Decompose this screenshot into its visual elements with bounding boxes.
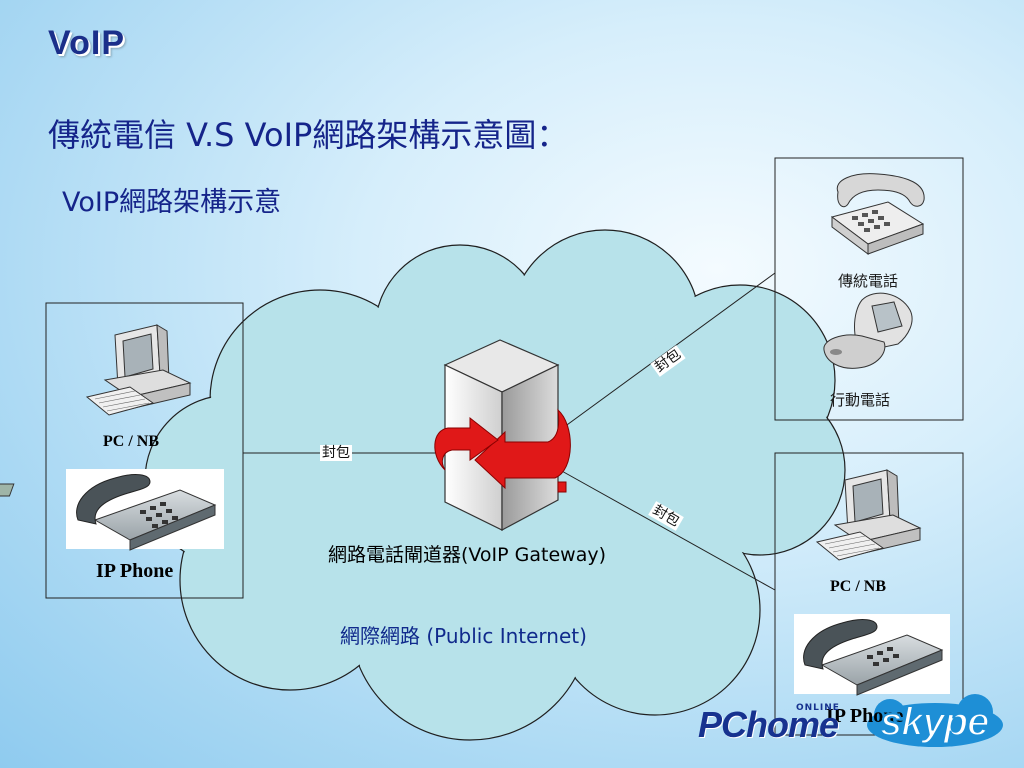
- pchome-logo: PChome: [698, 704, 839, 745]
- right-bottom-device-panel: [774, 452, 964, 736]
- gateway-label: 網路電話閘道器(VoIP Gateway): [328, 544, 607, 566]
- mobile-phone-icon: [823, 292, 913, 369]
- internet-cloud-label: 網際網路 (Public Internet): [340, 624, 587, 648]
- right-pc-label: PC / NB: [830, 578, 886, 595]
- left-device-panel: [45, 302, 244, 599]
- traditional-phone-label: 傳統電話: [838, 272, 899, 290]
- right-top-device-panel: [774, 157, 964, 421]
- desktop-computer-icon-right: [815, 469, 922, 561]
- left-pc-label: PC / NB: [103, 433, 159, 450]
- slide-title: VoIP: [48, 24, 126, 62]
- skype-logo: skype: [879, 699, 990, 745]
- internet-cloud: [144, 229, 846, 741]
- packet-label-left: 封包: [320, 445, 352, 461]
- right-ip-phone-label: IP Phone: [826, 705, 904, 727]
- line-gateway-to-right-pc: [559, 469, 776, 591]
- traditional-telephone-icon: [830, 173, 925, 255]
- skype-logo-cloud: [867, 694, 1003, 747]
- pchome-online-tag: ONLINE: [796, 703, 840, 713]
- red-routing-arrows-icon: [434, 408, 571, 493]
- left-ip-phone-label: IP Phone: [96, 560, 174, 582]
- desktop-computer-icon: [85, 324, 192, 416]
- ip-phone-photo-icon: [0, 469, 224, 551]
- ip-phone-photo-icon-right: [794, 614, 950, 696]
- mobile-phone-label: 行動電話: [830, 391, 891, 409]
- slide-heading: 傳統電信 V.S VoIP網路架構示意圖：: [48, 116, 569, 154]
- slide-subheading: VoIP網路架構示意: [62, 187, 282, 218]
